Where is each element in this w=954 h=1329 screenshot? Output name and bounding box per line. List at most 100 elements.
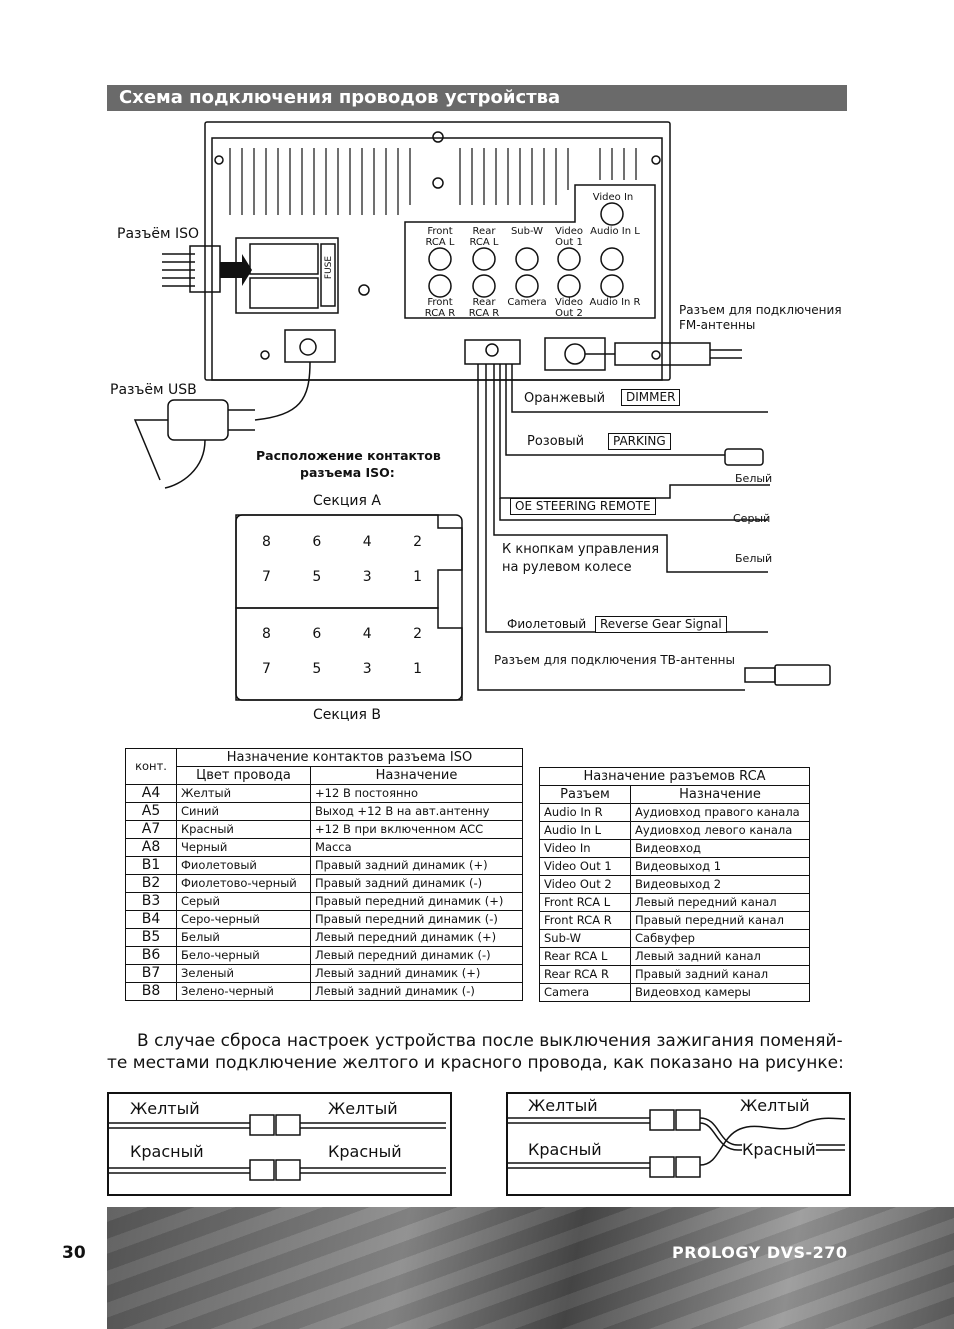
dimmer-tag: DIMMER (621, 389, 681, 406)
wire-white2-label: Белый (735, 552, 773, 565)
right-yellow-1: Желтый (528, 1096, 598, 1115)
pin-cell: A8 (125, 838, 177, 857)
pin: 5 (312, 661, 322, 677)
parking-tag: PARKING (608, 433, 671, 450)
left-red-2: Красный (328, 1142, 402, 1161)
buttons-label-1: К кнопкам управления (502, 542, 660, 557)
conn-cell: Audio In R (539, 803, 631, 822)
wiring-diagram (133, 121, 831, 701)
color-cell: Зелено-черный (175, 982, 312, 1001)
footer-texture (107, 1207, 954, 1329)
purpose-cell: Видеовход (630, 839, 810, 858)
col-conn: Разъем (539, 785, 631, 804)
col-color: Цвет провода (175, 766, 312, 785)
purpose-cell: +12 В при включенном ACC (310, 820, 523, 839)
color-cell: Бело-черный (175, 946, 312, 965)
fuse-label: FUSE (324, 255, 335, 280)
purpose-cell: Правый передний динамик (+) (310, 892, 523, 911)
col-purpose: Назначение (310, 766, 523, 785)
purpose-cell: Видеовыход 1 (630, 857, 810, 876)
usb-label: Разъём USB (110, 382, 197, 398)
left-red-1: Красный (130, 1142, 204, 1161)
pin: 3 (362, 661, 372, 677)
section-title: Схема подключения проводов устройства (107, 85, 847, 111)
buttons-label-2: на рулевом колесе (502, 560, 632, 575)
iso-connector-label: Разъём ISO (117, 226, 200, 242)
conn-cell: Camera (539, 983, 631, 1002)
reset-note: В случае сброса настроек устройства посл… (107, 1030, 847, 1074)
left-yellow-2: Желтый (328, 1099, 398, 1118)
right-yellow-2: Желтый (740, 1096, 810, 1115)
purpose-cell: Левый задний канал (630, 947, 810, 966)
purpose-cell: Видеовыход 2 (630, 875, 810, 894)
pin-cell: B7 (125, 964, 177, 983)
iso-pin-table: конт. Назначение контактов разъема ISO Ц… (125, 748, 523, 1001)
conn-cell: Video Out 2 (539, 875, 631, 894)
left-yellow-1: Желтый (130, 1099, 200, 1118)
color-cell: Серый (175, 892, 312, 911)
conn-cell: Rear RCA R (539, 965, 631, 984)
rca-top-4: Audio In L (590, 226, 640, 237)
conn-cell: Video In (539, 839, 631, 858)
purpose-cell: Правый передний динамик (-) (310, 910, 523, 929)
tv-antenna-label: Разъем для подключения ТВ-антенны (494, 653, 735, 667)
rca-table-title: Назначение разъемов RCA (539, 767, 810, 786)
color-cell: Желтый (175, 784, 312, 803)
section-a-label: Секция А (313, 493, 381, 509)
purpose-cell: Сабвуфер (630, 929, 810, 948)
wire-violet-label: Фиолетовый (507, 617, 587, 631)
pin-cell: B8 (125, 982, 177, 1001)
pin-cell: B6 (125, 946, 177, 965)
purpose-cell: Правый задний динамик (+) (310, 856, 523, 875)
pin: 5 (312, 569, 322, 585)
iso-layout-title-1: Расположение контактов (256, 448, 441, 463)
color-cell: Фиолетовый (175, 856, 312, 875)
purpose-cell: Масса (310, 838, 523, 857)
brand-model: PROLOGY DVS-270 (672, 1243, 848, 1262)
steering-tag: OE STEERING REMOTE (510, 498, 656, 515)
fm-antenna-label-2: FM-антенны (679, 318, 756, 332)
pin-cell: B2 (125, 874, 177, 893)
color-cell: Зеленый (175, 964, 312, 983)
pin: 7 (262, 569, 271, 585)
reset-note-line-2: те местами подключение желтого и красног… (107, 1053, 844, 1073)
purpose-cell: Аудиовход левого канала (630, 821, 810, 840)
pin-cell: A7 (125, 820, 177, 839)
conn-cell: Rear RCA L (539, 947, 631, 966)
pin-cell: B3 (125, 892, 177, 911)
pin-cell: B4 (125, 910, 177, 929)
pin-cell: A4 (125, 784, 177, 803)
purpose-cell: Аудиовход правого канала (630, 803, 810, 822)
footer-band (107, 1207, 954, 1329)
conn-cell: Front RCA R (539, 911, 631, 930)
color-cell: Серо-черный (175, 910, 312, 929)
pin: 6 (312, 626, 322, 642)
conn-cell: Sub-W (539, 929, 631, 948)
purpose-cell: Левый передний динамик (-) (310, 946, 523, 965)
fm-antenna-label-1: Разъем для подключения (679, 303, 842, 317)
rca-bottom-4: Audio In R (589, 297, 641, 308)
pin: 8 (262, 534, 271, 550)
purpose-cell: Левый передний канал (630, 893, 810, 912)
